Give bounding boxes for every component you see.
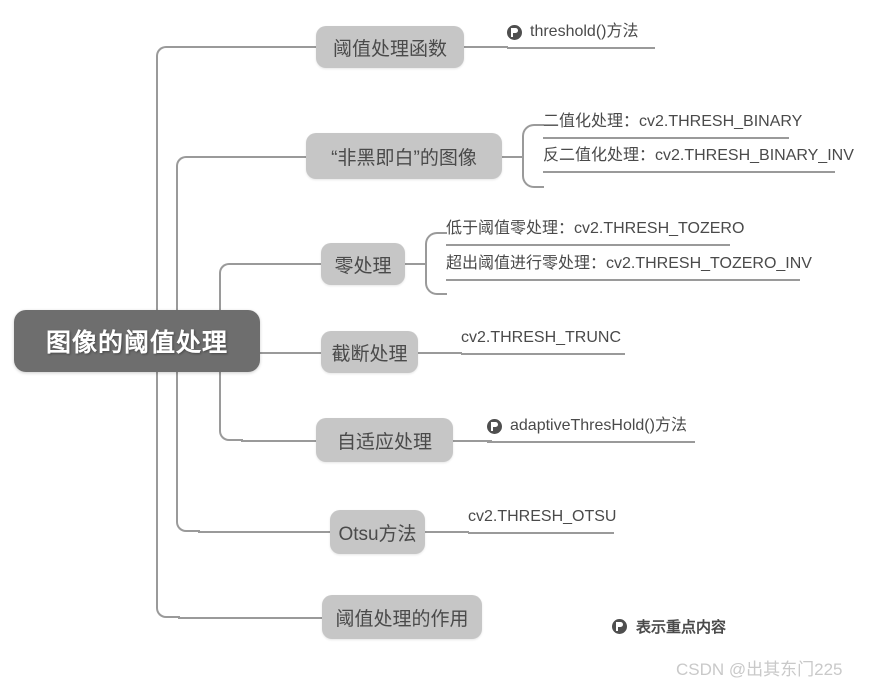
branch-node-binary-image[interactable]: “非黑即白”的图像 [306,133,502,179]
connector-branch4-to-leaf [417,352,462,354]
connector-subbracket-branch3 [425,232,447,295]
branch-label: 截断处理 [331,343,408,365]
root-node[interactable]: 图像的阈值处理 [14,310,260,372]
connector-branch5-to-leaf [452,440,492,442]
leaf-adaptive-method[interactable]: adaptiveThresHold()方法 [487,416,695,443]
leaf-label: threshold()方法 [530,23,639,40]
connector-to-branch-2 [198,156,306,158]
connector-branch1-to-leaf [463,46,508,48]
connector-to-branch-7 [178,617,322,619]
connector-to-branch-3 [241,263,321,265]
leaf-thresh-otsu[interactable]: cv2.THRESH_OTSU [468,507,617,534]
branch-label: “非黑即白”的图像 [331,147,477,169]
branch-node-purpose[interactable]: 阈值处理的作用 [322,595,482,639]
key-icon [612,619,627,634]
leaf-label: 二值化处理：cv2.THRESH_BINARY [543,113,803,130]
branch-label: 零处理 [334,255,392,277]
connector-subbracket-branch2 [522,124,544,188]
legend-label: 表示重点内容 [636,619,727,636]
leaf-thresh-binary-inv[interactable]: 反二值化处理：cv2.THRESH_BINARY_INV [543,146,854,173]
leaf-label: adaptiveThresHold()方法 [510,417,687,434]
connector-to-branch-6 [198,531,330,533]
legend: 表示重点内容 [612,616,726,637]
leaf-threshold-method[interactable]: threshold()方法 [507,22,655,49]
watermark: CSDN @出其东门225 [676,655,843,680]
branch-label: 阈值处理函数 [332,38,447,60]
branch-node-threshold-function[interactable]: 阈值处理函数 [316,26,464,68]
leaf-label: 反二值化处理：cv2.THRESH_BINARY_INV [543,147,854,164]
branch-label: Otsu方法 [338,523,417,545]
connector-to-branch-5 [241,440,316,442]
connector-root-trunk [259,352,321,354]
branch-node-tozero[interactable]: 零处理 [321,243,405,285]
leaf-thresh-trunc[interactable]: cv2.THRESH_TRUNC [461,328,625,355]
watermark-label: CSDN @出其东门225 [676,660,843,679]
connector-branch6-to-leaf [424,531,469,533]
leaf-label: cv2.THRESH_OTSU [468,508,617,525]
leaf-label: cv2.THRESH_TRUNC [461,329,622,346]
connector-branch2-stub [501,156,523,158]
leaf-thresh-binary[interactable]: 二值化处理：cv2.THRESH_BINARY [543,112,802,139]
leaf-label: 超出阈值进行零处理：cv2.THRESH_TOZERO_INV [446,255,812,272]
connector-branch3-stub [404,263,426,265]
branch-label: 阈值处理的作用 [335,608,469,630]
branch-node-otsu[interactable]: Otsu方法 [330,510,425,554]
leaf-thresh-tozero-inv[interactable]: 超出阈值进行零处理：cv2.THRESH_TOZERO_INV [446,254,812,281]
leaf-label: 低于阈值零处理：cv2.THRESH_TOZERO [446,220,745,237]
branch-node-trunc[interactable]: 截断处理 [321,331,418,373]
key-icon [487,418,502,434]
leaf-thresh-tozero[interactable]: 低于阈值零处理：cv2.THRESH_TOZERO [446,219,744,246]
root-node-label: 图像的阈值处理 [45,329,228,357]
branch-label: 自适应处理 [336,431,432,453]
key-icon [507,24,522,40]
connector-to-branch-1 [178,46,316,48]
branch-node-adaptive[interactable]: 自适应处理 [316,418,453,462]
